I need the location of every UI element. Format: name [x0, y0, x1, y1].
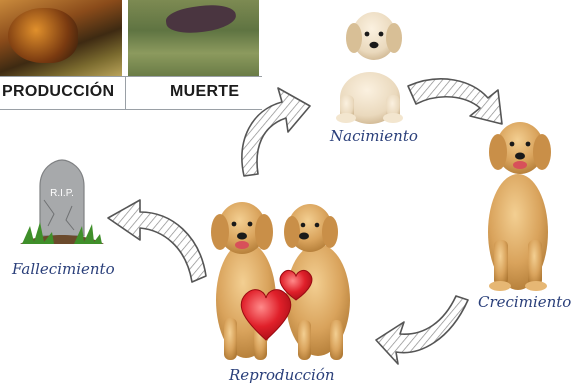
arrow-death-to-birth [241, 87, 311, 177]
puppy-image [336, 12, 403, 124]
arrow-birth-to-growth [407, 78, 503, 125]
rooster-photo [0, 0, 122, 76]
hearts-icon [240, 269, 313, 341]
adult-dog-image [488, 122, 551, 291]
caption-produccion: PRODUCCIÓN [2, 83, 115, 100]
stage-label-reproduction: Reproducción [229, 366, 335, 384]
dead-animal-photo [128, 0, 259, 76]
photo-strip: PRODUCCIÓN MUERTE [0, 0, 262, 110]
tombstone-inscription: R.I.P. [50, 188, 74, 199]
arrow-growth-to-reproduction [375, 295, 469, 365]
stage-label-birth: Nacimiento [330, 127, 418, 145]
caption-muerte: MUERTE [170, 83, 240, 100]
caption-row: PRODUCCIÓN MUERTE [0, 76, 262, 110]
stage-label-growth: Crecimiento [478, 293, 572, 311]
arrow-reproduction-to-death [107, 199, 207, 283]
tombstone-icon: R.I.P. [20, 159, 104, 244]
stage-label-death: Fallecimiento [12, 260, 115, 278]
couple-dogs-image [211, 202, 350, 360]
